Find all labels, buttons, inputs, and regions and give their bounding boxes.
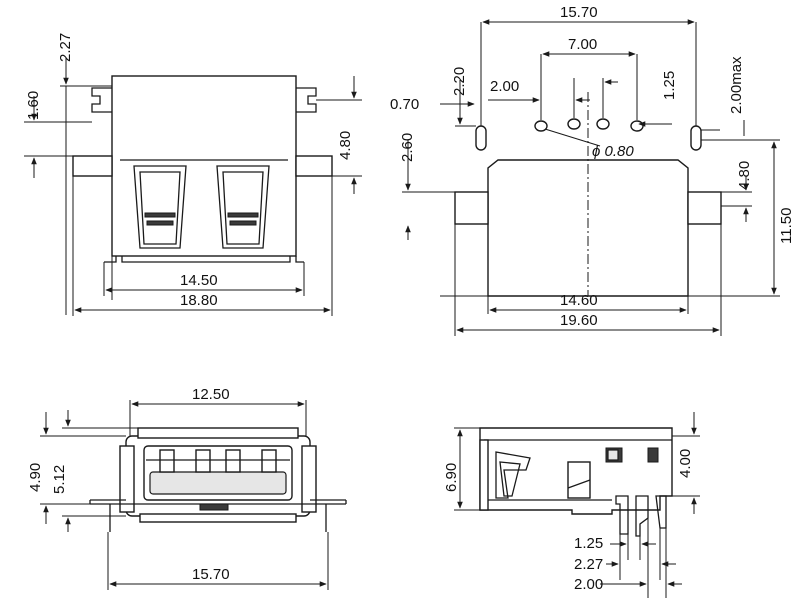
dim-4-90: 4.90: [27, 463, 44, 492]
dim-15-70-bottom: 15.70: [192, 566, 230, 583]
top-right-body: [440, 92, 736, 297]
bottom-right-body: [479, 427, 673, 537]
bottom-left-view: 12.50 4.90 5.12 15.70: [27, 386, 347, 590]
bottom-left-dimensions: 12.50 4.90 5.12 15.70: [27, 386, 329, 590]
dim-6-90: 6.90: [443, 463, 460, 492]
dim-0-70: 0.70: [390, 96, 419, 113]
top-left-view: 2.27 1.60 4.80 14.50 18.80: [24, 33, 362, 316]
dim-12-50: 12.50: [192, 386, 230, 403]
bottom-left-body: [89, 427, 347, 532]
top-right-dimensions: 15.70 7.00 2.00 1.25 2.00max 2.20: [390, 4, 795, 336]
dim-4-80-right: 4.80: [736, 161, 753, 190]
dim-2-27-bottom: 2.27: [574, 556, 603, 573]
dim-4-00: 4.00: [677, 449, 694, 478]
dim-2-00: 2.00: [490, 78, 519, 95]
dim-2-00max: 2.00max: [728, 56, 745, 114]
dim-1-25: 1.25: [661, 71, 678, 100]
dim-2-60: 2.60: [399, 133, 416, 162]
dim-11-50: 11.50: [778, 208, 795, 244]
dim-19-60: 19.60: [560, 312, 598, 329]
dim-2-00-bottom: 2.00: [574, 576, 603, 593]
dim-14-50: 14.50: [180, 272, 218, 289]
dim-2-27: 2.27: [57, 33, 74, 62]
top-left-body: [72, 75, 333, 263]
bottom-right-dimensions: 6.90 4.00 1.25 2.27 2.00: [443, 412, 700, 598]
top-left-dimensions: 2.27 1.60 4.80 14.50 18.80: [24, 33, 362, 316]
dim-phi-0-80: ϕ 0.80: [592, 143, 634, 160]
dim-1-25-bottom: 1.25: [574, 535, 603, 552]
dim-1-60: 1.60: [25, 91, 42, 120]
dim-4-80: 4.80: [337, 131, 354, 160]
dim-7-00: 7.00: [568, 36, 597, 53]
dim-2-20: 2.20: [451, 67, 468, 96]
dim-15-70: 15.70: [560, 4, 598, 21]
dim-5-12: 5.12: [51, 465, 68, 494]
top-right-view: 15.70 7.00 2.00 1.25 2.00max 2.20: [390, 4, 795, 336]
dim-18-80: 18.80: [180, 292, 218, 309]
dim-14-60: 14.60: [560, 292, 598, 309]
bottom-right-view: 6.90 4.00 1.25 2.27 2.00: [443, 412, 700, 598]
